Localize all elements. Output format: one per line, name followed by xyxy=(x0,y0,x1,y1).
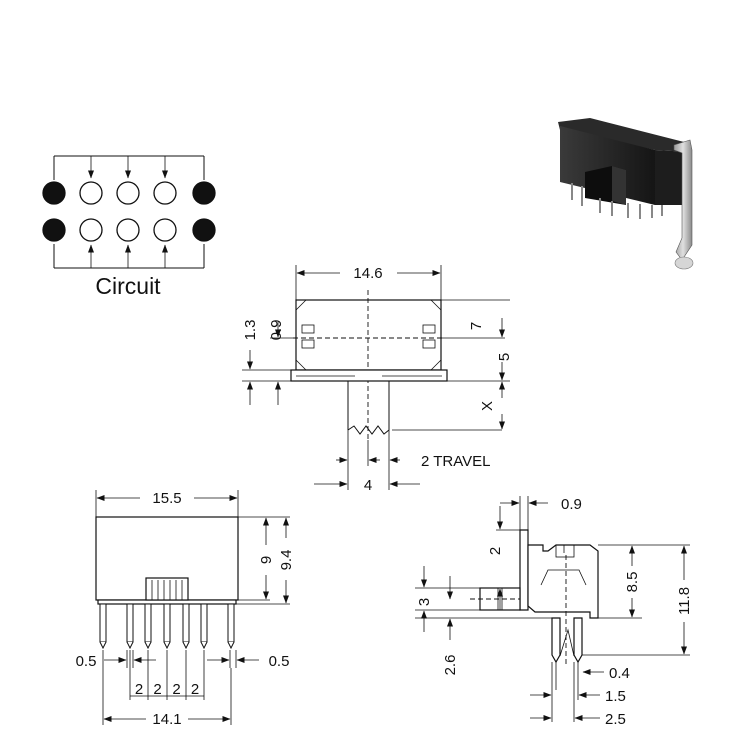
front-dim-9: 9 xyxy=(258,556,275,564)
front-left-gap-dim: 0.5 xyxy=(76,653,97,670)
circuit-contact-filled xyxy=(42,181,66,205)
front-pin-tip xyxy=(163,641,171,650)
front-actuator xyxy=(145,577,189,601)
side-dim-8-5: 8.5 xyxy=(624,572,641,593)
front-pins xyxy=(99,603,235,650)
front-pin-tip xyxy=(227,641,235,650)
front-pin xyxy=(99,603,107,643)
side-view: 0.9 2 3 2.6 xyxy=(415,496,693,728)
front-dim-9-4: 9.4 xyxy=(278,550,295,571)
pitch-dim: 2 xyxy=(172,681,180,698)
circuit-label: Circuit xyxy=(95,273,161,299)
side-dim-1-5: 1.5 xyxy=(605,688,626,705)
circuit-contact-open xyxy=(153,218,177,242)
circuit-contact-open xyxy=(153,181,177,205)
side-dim-3: 3 xyxy=(416,598,433,606)
front-pin-tip xyxy=(200,641,208,650)
side-dim-11-8: 11.8 xyxy=(676,587,693,615)
circuit-contacts xyxy=(42,181,216,242)
pitch-dim: 2 xyxy=(135,681,143,698)
front-right-gap-dim: 0.5 xyxy=(269,653,290,670)
top-dim-7: 7 xyxy=(468,322,485,330)
front-view: 15.5 9 9.4 0.5 xyxy=(76,490,295,728)
circuit-contact-open xyxy=(79,181,103,205)
circuit-contact-open xyxy=(79,218,103,242)
top-width-dim: 14.6 xyxy=(353,265,382,282)
front-pin-tip xyxy=(144,641,152,650)
front-pin-tip xyxy=(126,641,134,650)
circuit-bottom-bus xyxy=(53,244,205,269)
pitch-dim: 2 xyxy=(153,681,161,698)
side-dim-0-9: 0.9 xyxy=(561,496,582,513)
circuit-diagram: Circuit xyxy=(42,155,216,299)
front-width-dim: 15.5 xyxy=(152,490,181,507)
front-pin xyxy=(200,603,208,643)
pitch-dim: 2 xyxy=(191,681,199,698)
top-view: 14.6 1 xyxy=(242,265,513,494)
front-pin xyxy=(182,603,190,643)
side-dim-2-6: 2.6 xyxy=(442,655,459,676)
top-dim-5: 5 xyxy=(496,353,513,361)
side-dim-0-4: 0.4 xyxy=(609,665,630,682)
side-dim-2-5: 2.5 xyxy=(605,711,626,728)
top-dim-1-3: 1.3 xyxy=(242,320,259,341)
circuit-contact-filled xyxy=(42,218,66,242)
front-pin xyxy=(126,603,134,643)
front-pin-span-dim: 14.1 xyxy=(152,711,181,728)
top-travel-label: 2 TRAVEL xyxy=(421,453,490,470)
top-dim-4: 4 xyxy=(364,477,372,494)
circuit-contact-open xyxy=(116,181,140,205)
circuit-contact-open xyxy=(116,218,140,242)
circuit-top-bus xyxy=(53,155,205,180)
top-dim-x: X xyxy=(479,401,496,411)
front-pin xyxy=(163,603,171,643)
side-dim-2: 2 xyxy=(487,547,504,555)
front-pin xyxy=(227,603,235,643)
front-pin xyxy=(144,603,152,643)
circuit-contact-filled xyxy=(192,181,216,205)
switch-product-illustration xyxy=(558,118,694,270)
front-pin-tip xyxy=(182,641,190,650)
top-dim-0-9: 0.9 xyxy=(268,320,285,341)
circuit-contact-filled xyxy=(192,218,216,242)
top-view-contacts xyxy=(301,324,436,349)
front-pin-tip xyxy=(99,641,107,650)
